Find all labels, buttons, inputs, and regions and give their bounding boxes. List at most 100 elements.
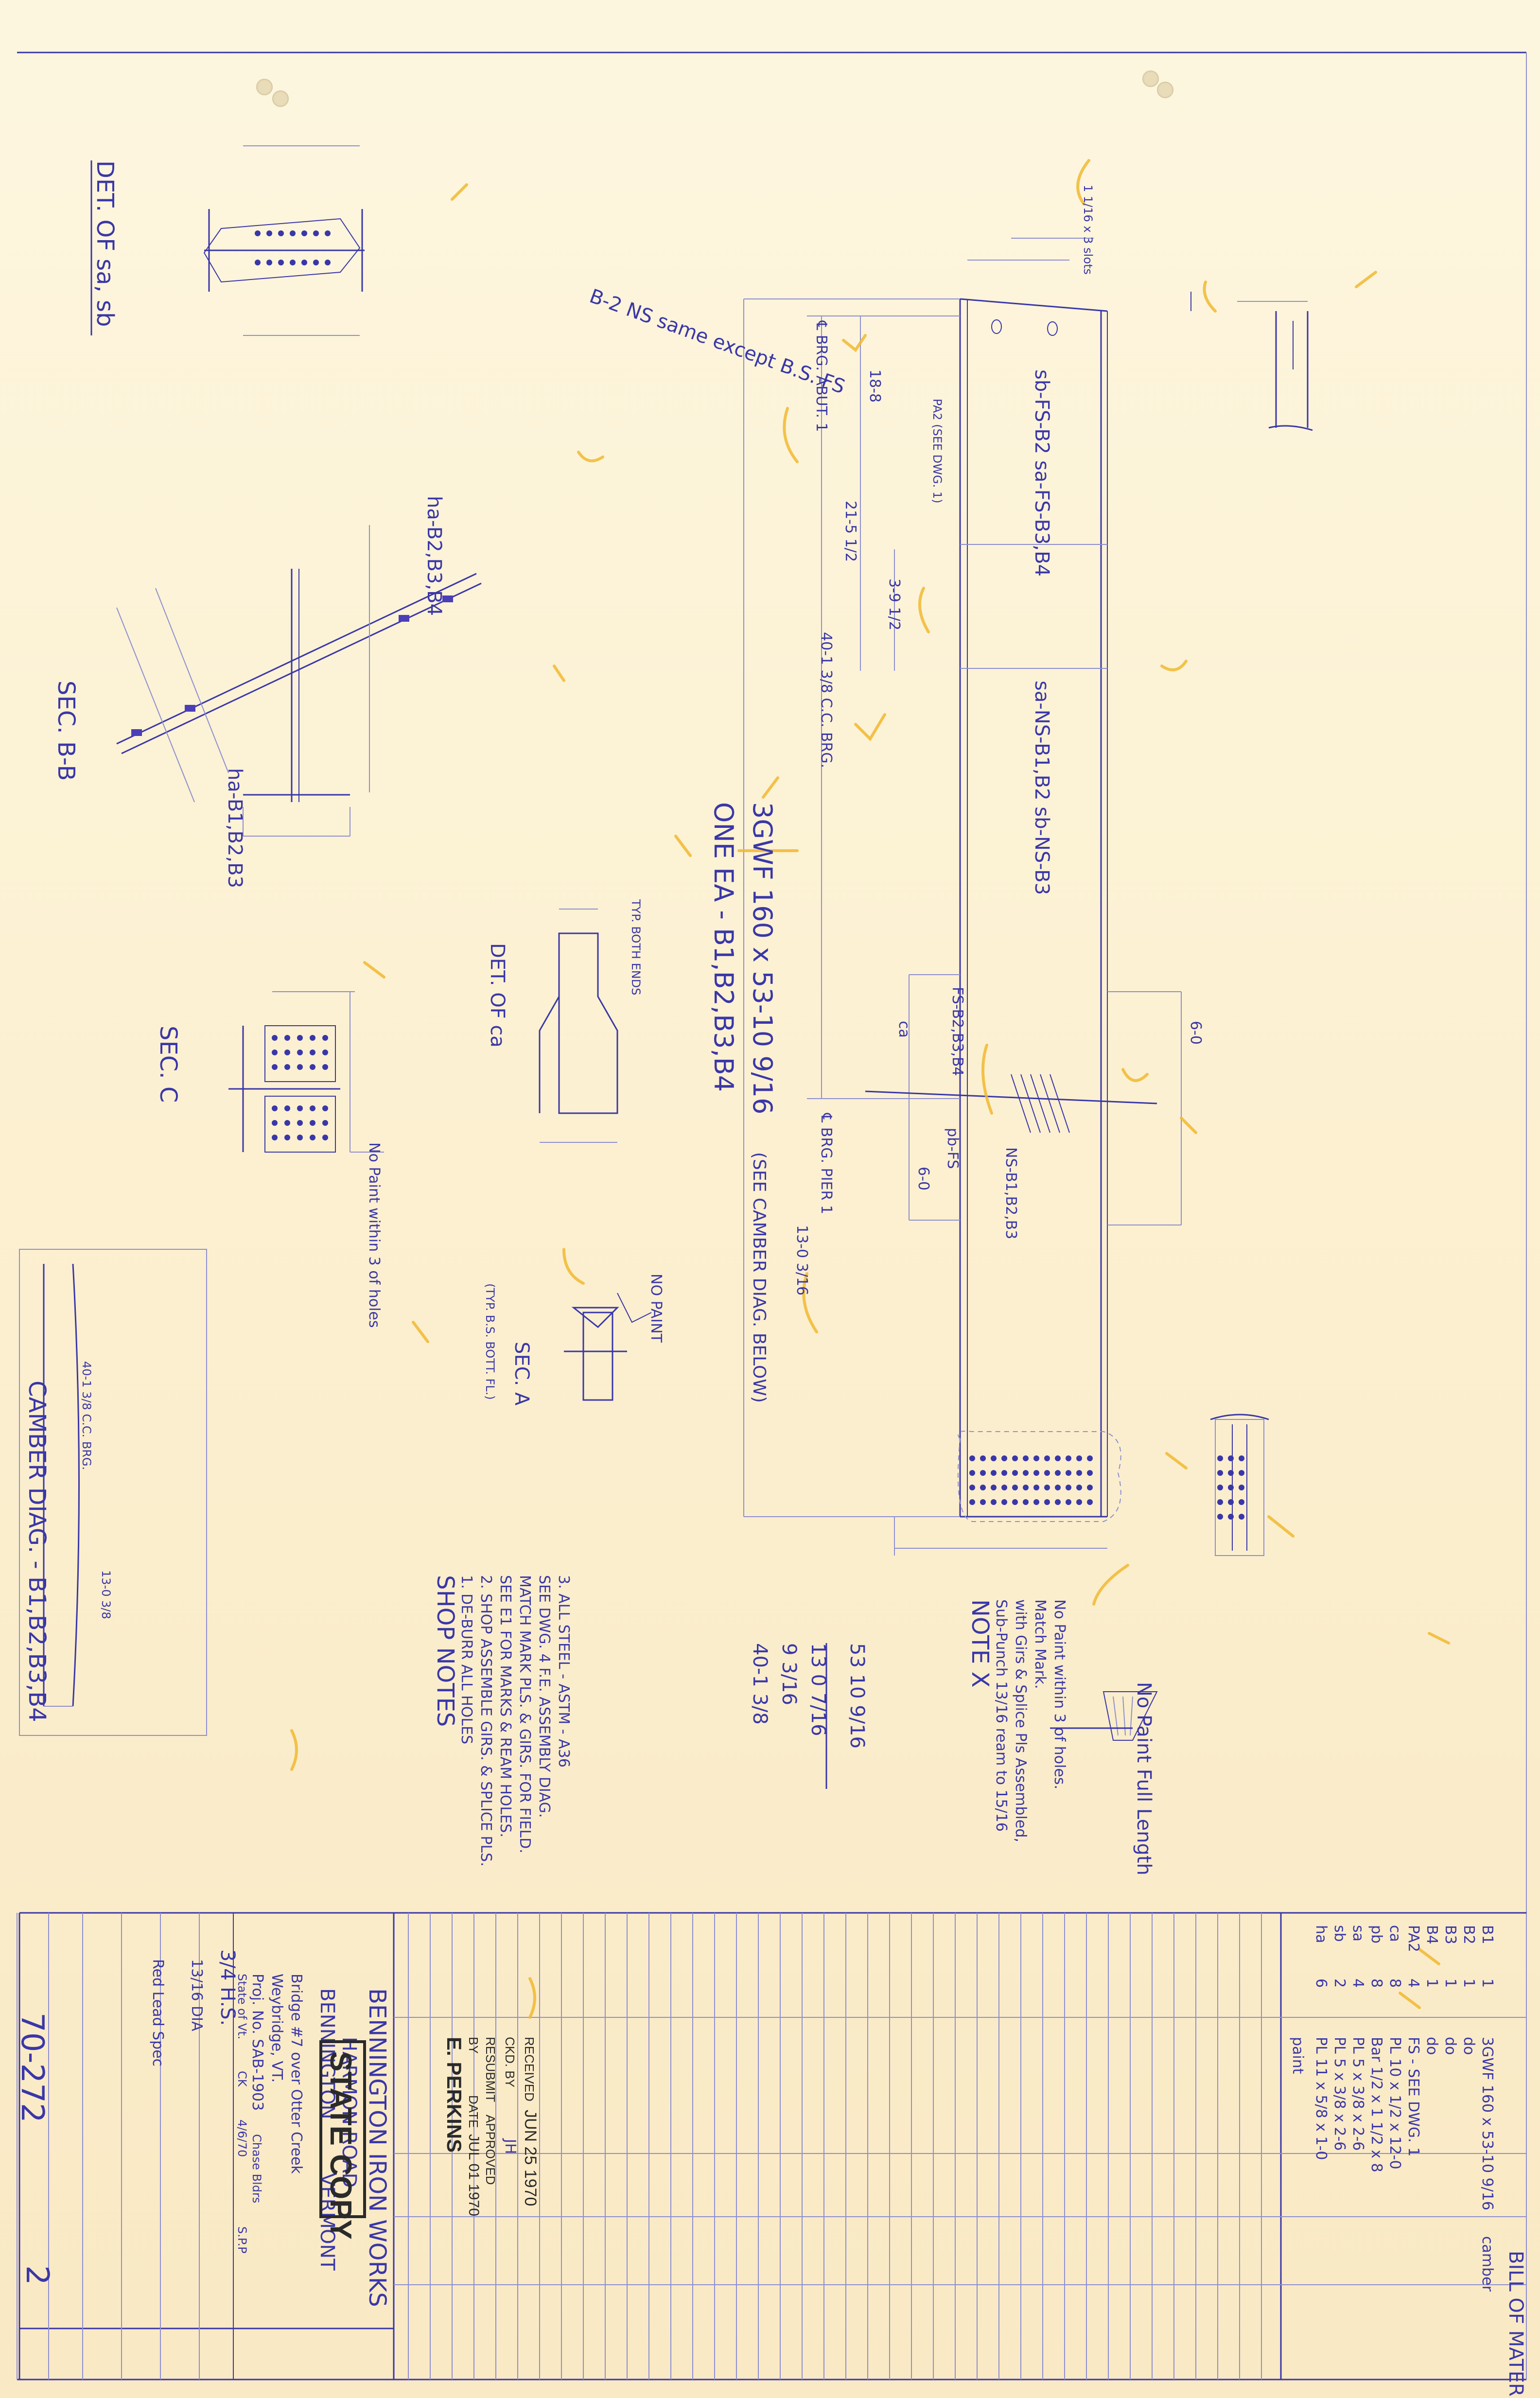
approved-date: JUL 01 1970	[466, 2134, 482, 2216]
dim-end: 13-0 3/16	[793, 1225, 810, 1295]
bom-mark: ca	[1386, 1925, 1403, 1942]
bolt-hole	[272, 1064, 278, 1070]
bolt-hole	[1044, 1499, 1050, 1505]
dim-a: 21-5 1/2	[842, 501, 859, 562]
ckd-by-label: CKD. BY	[503, 2037, 517, 2087]
bolt-hole	[301, 260, 307, 265]
paint-group: Red Lead Spec	[149, 1959, 166, 2066]
bom-row: sb 2 PL 5 x 3/8 x 2-6	[1331, 1925, 1348, 2151]
bolt-hole	[1012, 1485, 1018, 1490]
diaphragm-note: B-2 NS same except B.S. FS	[587, 285, 848, 398]
sec-a-title: SEC. A	[510, 1342, 533, 1406]
bolt-hole	[1033, 1499, 1039, 1505]
bolt-hole	[297, 1064, 303, 1070]
splice-bolts	[255, 230, 331, 265]
splice-label-1: sb-FS-B2 sa-FS-B3,B4	[1031, 369, 1053, 577]
beam-marks-group: ONE EA - B1,B2,B3,B4	[708, 802, 739, 1092]
pb-label: pb-FS	[944, 1128, 961, 1169]
shop-note-item: 2. SHOP ASSEMBLE GIRS. & SPLICE PLS.	[477, 1575, 494, 1867]
splice-label-2: sa-NS-B1,B2 sb-NS-B3	[1031, 681, 1053, 895]
bolt-hole	[1012, 1470, 1018, 1476]
no-paint-label: NO PAINT	[648, 1274, 665, 1343]
det-ca-title-group: DET. OF ca	[486, 943, 508, 1048]
bom-mark: sb	[1331, 1925, 1348, 1942]
bolt-hole	[1001, 1485, 1007, 1490]
dim-6-0-b: 6-0	[1187, 1021, 1204, 1045]
check-marks	[290, 159, 1450, 2019]
bolt-hole	[1033, 1470, 1039, 1476]
bolt-hole	[1012, 1455, 1018, 1461]
job-no-group: 70-272	[14, 2013, 50, 2123]
job-desc: Bridge #7 over Otter Creek	[288, 1974, 305, 2174]
no-paint-a-group: NO PAINT	[648, 1274, 665, 1343]
bolt-hole	[322, 1120, 328, 1126]
bom-no: 6	[1312, 1978, 1330, 1988]
dim-overall: 40-1 3/8 C.C. BRG.	[818, 632, 835, 768]
det-sa-sb-drawing	[203, 145, 365, 336]
bolt-size-group: 3/4 H.S.	[216, 1949, 239, 2026]
camber-mid: 13-0 3/8	[99, 1570, 113, 1619]
bolt-hole	[1044, 1455, 1050, 1461]
bolt-hole	[969, 1470, 975, 1476]
approved-label: APPROVED	[483, 2115, 498, 2185]
bolt-hole	[322, 1035, 328, 1041]
hole-size-group: 13/16 DIA	[188, 1959, 205, 2031]
bolt-hole	[1066, 1455, 1071, 1461]
bolt-hole	[272, 1105, 278, 1111]
camber-title-group: CAMBER DIAG. - B1,B2,B3,B4	[23, 1381, 51, 1722]
camber-dim: 40-1 3/8 C.C. BRG.	[80, 1361, 93, 1470]
location-group: Weybridge, VT.	[268, 1974, 285, 2083]
bolt-hole	[322, 1050, 328, 1055]
det-ca-drawing	[539, 909, 618, 1143]
bolt-hole	[297, 1135, 303, 1140]
approval-stamp: RECEIVED JUN 25 1970 CKD. BY JH RESUBMIT…	[443, 2037, 540, 2216]
camber-title: CAMBER DIAG. - B1,B2,B3,B4	[23, 1381, 51, 1722]
dim-b-group: 18-8	[866, 369, 883, 403]
drawn-date: 4/6/70	[235, 2119, 249, 2157]
bolt-hole	[1055, 1499, 1061, 1505]
bolt-hole	[1228, 1514, 1234, 1520]
bolt-hole	[266, 230, 272, 236]
bolt-hole	[272, 1135, 278, 1140]
punch-hole	[1142, 70, 1159, 87]
received-label: RECEIVED	[522, 2037, 537, 2101]
bolt-hole	[980, 1470, 986, 1476]
bolt-hole	[255, 230, 261, 236]
bom-mark: PA2	[1405, 1925, 1422, 1952]
sec-a-title-group: SEC. A	[510, 1342, 533, 1406]
beam-heading-group: 3GWF 160 x 53-10 9/16 (SEE CAMBER DIAG. …	[747, 802, 778, 1403]
bom-no: 1	[1442, 1978, 1459, 1988]
det-sa-sb-title: DET. OF sa, sb	[91, 160, 119, 327]
dim-6-0-a: 6-0	[915, 1167, 932, 1190]
bom-title: BILL OF MATERIAL	[1505, 2251, 1527, 2398]
bolt-hole	[1044, 1470, 1050, 1476]
job-group: Bridge #7 over Otter Creek	[288, 1974, 305, 2174]
girder-elevation	[743, 298, 1182, 1556]
bolt-hole	[1076, 1470, 1082, 1476]
bolt-hole	[1066, 1499, 1071, 1505]
bolt-hole	[310, 1105, 315, 1111]
brg-abut-group: ℄ BRG. ABUT. 1	[813, 320, 830, 432]
sec-bb-title-group: SEC. B-B	[52, 681, 80, 781]
slots-label: 1 1/16 x 3 slots	[1081, 185, 1095, 275]
company-address: HARMON ROAD	[338, 2037, 360, 2188]
bom-no: 2	[1331, 1978, 1348, 1988]
no-paint-full-group: No Paint Full Length	[1133, 1682, 1155, 1875]
ca-group: ca	[895, 1021, 912, 1038]
det-ca-title: DET. OF ca	[486, 943, 508, 1048]
diaphragm-note-group: B-2 NS same except B.S. FS	[587, 285, 848, 398]
splice-label-1-group: sb-FS-B2 sa-FS-B3,B4	[1031, 369, 1053, 577]
date-label: DATE	[466, 2095, 481, 2128]
bom-no: 1	[1460, 1978, 1477, 1988]
note-x-line-4: No Paint within 3 of holes.	[1051, 1599, 1068, 1789]
bolt-hole	[1055, 1485, 1061, 1490]
job-location: Weybridge, VT.	[268, 1974, 285, 2083]
bolt-hole	[284, 1105, 290, 1111]
owner: State of Vt.	[235, 1974, 249, 2039]
bolt-hole	[1239, 1470, 1244, 1476]
no-paint-full: No Paint Full Length	[1133, 1682, 1155, 1875]
bom-material: PL 5 x 3/8 x 2-6	[1331, 2037, 1348, 2151]
